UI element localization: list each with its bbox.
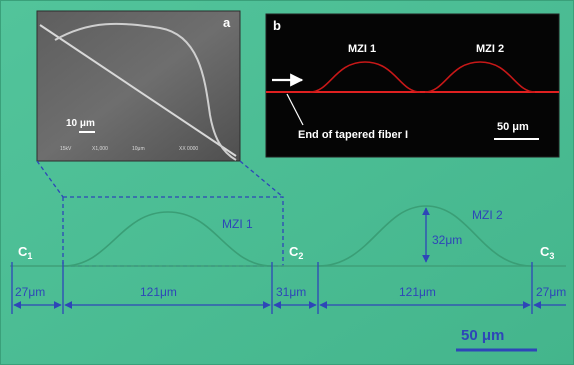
panel-b-image	[265, 13, 560, 158]
panel-b-fiber-label: End of tapered fiber I	[298, 129, 408, 141]
panel-a-bend-curve	[54, 22, 237, 161]
panel-b-mzi1-trace	[309, 61, 421, 93]
mzi1-curve	[62, 211, 273, 267]
mzi2-label: MZI 2	[472, 208, 503, 222]
dimension-ticks	[11, 262, 533, 314]
panel-a-footer-3: 10μm	[132, 146, 145, 152]
dim-label-2: 121μm	[140, 285, 177, 299]
connector-line-right	[239, 160, 284, 198]
panel-b-scale-label: 50 μm	[497, 121, 529, 133]
coupler-c3-label: C3	[540, 244, 554, 261]
coupler-c1-label: C1	[18, 244, 32, 261]
panel-a-footer-4: XX 0000	[179, 146, 198, 152]
coupler-c2-label: C2	[289, 244, 303, 261]
mzi1-label: MZI 1	[222, 217, 253, 231]
panel-b-fiber-pointer	[286, 93, 304, 126]
connector-line-left	[36, 160, 64, 198]
panel-a-fiber-line	[39, 24, 237, 157]
height-label: 32μm	[432, 233, 462, 247]
mzi2-curve	[317, 205, 533, 267]
dim-label-1: 27μm	[15, 285, 45, 299]
panel-a-scale-label: 10 μm	[66, 118, 95, 129]
panel-b-mzi1-label: MZI 1	[348, 43, 376, 55]
dim-label-3: 31μm	[276, 285, 306, 299]
panel-b: b MZI 1 MZI 2 End of tapered fiber I 50 …	[265, 13, 560, 158]
main-scale-label: 50 μm	[461, 327, 504, 344]
panel-b-mzi2-trace	[424, 61, 536, 93]
panel-a-letter: a	[223, 15, 231, 30]
dim-label-5: 27μm	[536, 285, 566, 299]
panel-a-footer-1: 15kV	[60, 146, 72, 152]
dim-label-4: 121μm	[399, 285, 436, 299]
panel-a: a 10 μm 15kV X1,000 10μm XX 0000	[36, 10, 241, 162]
panel-b-mzi2-label: MZI 2	[476, 43, 504, 55]
panel-a-footer-2: X1,000	[92, 146, 108, 152]
panel-b-letter: b	[273, 18, 281, 33]
